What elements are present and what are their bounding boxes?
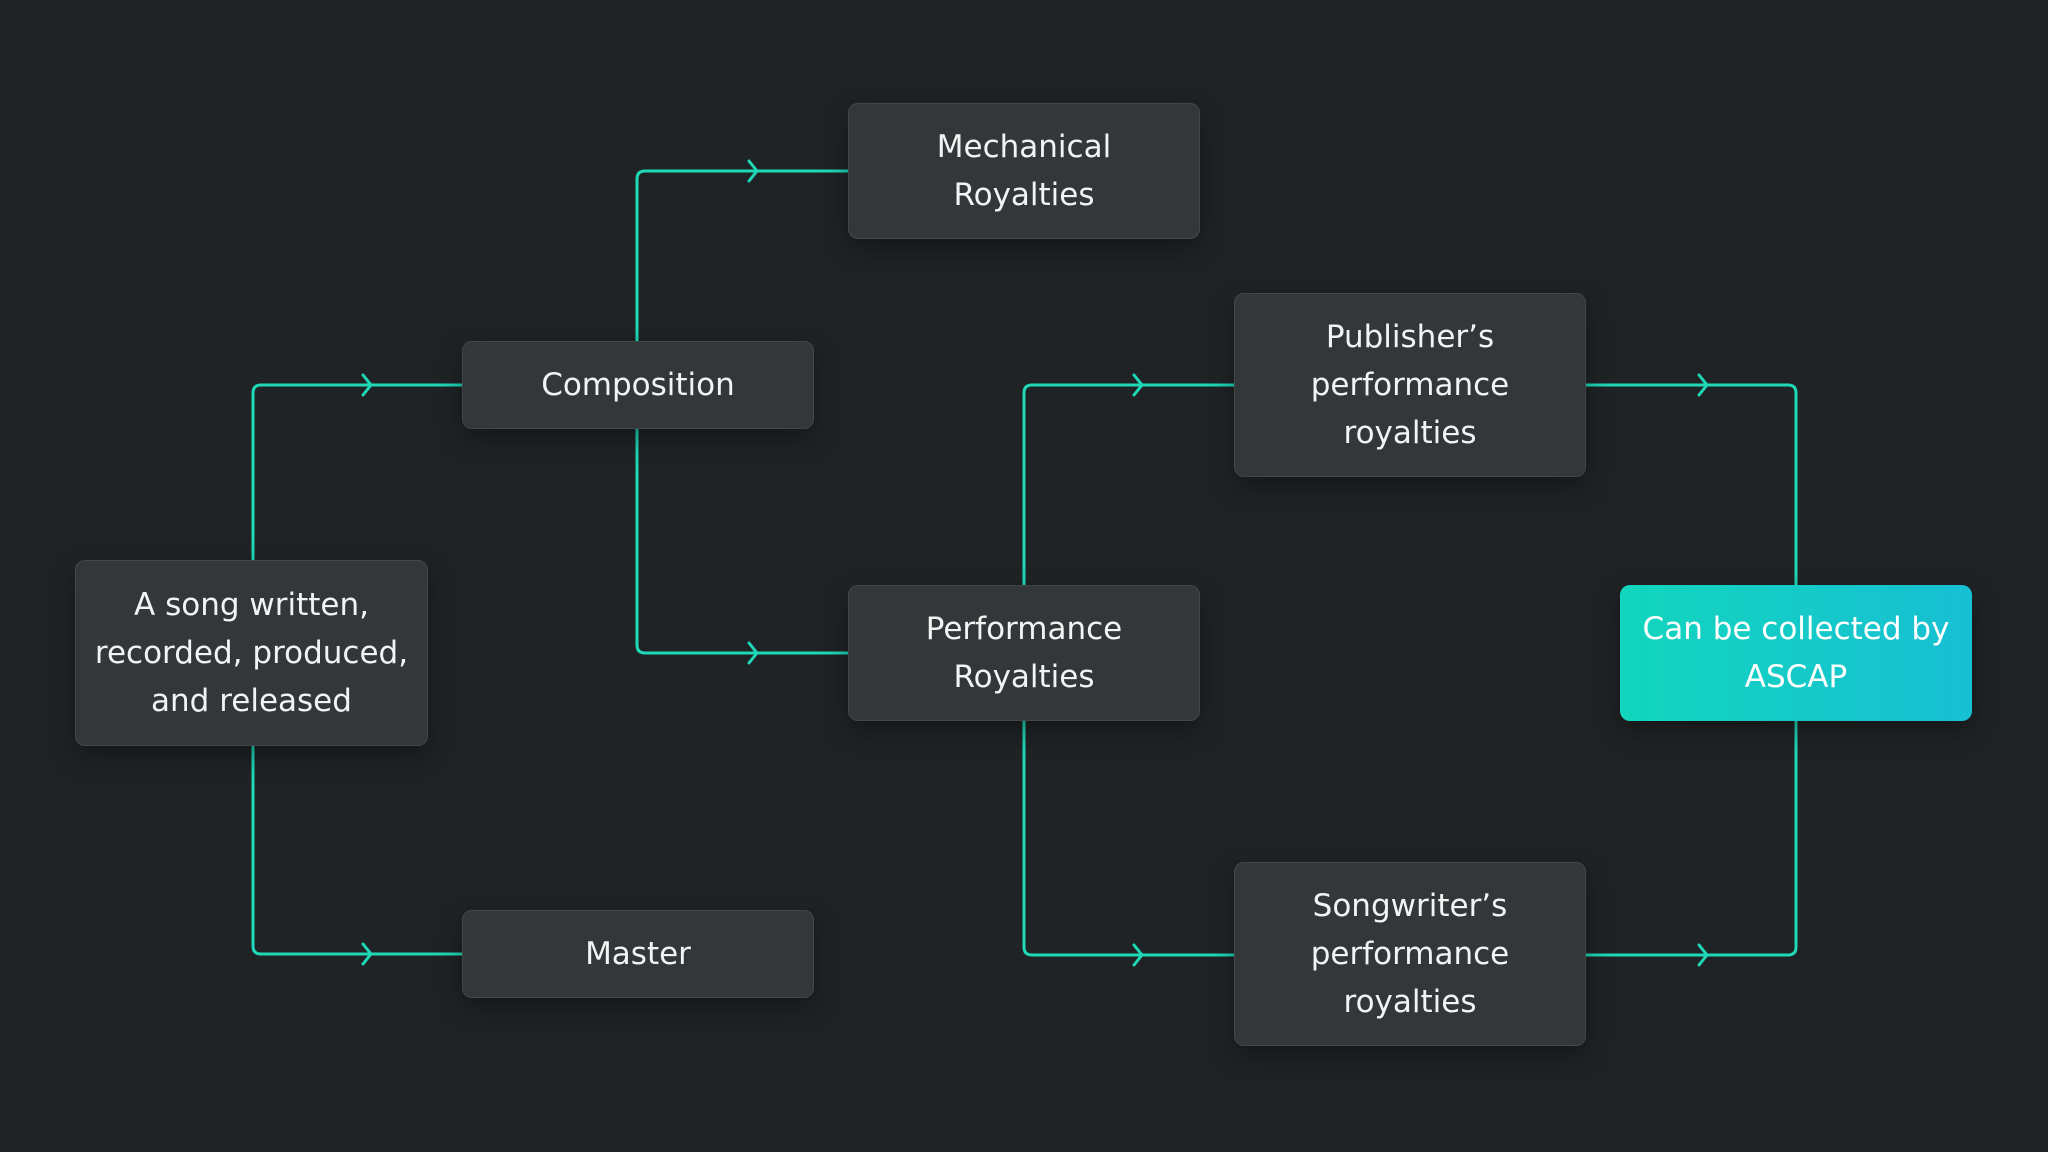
edge-songwriter-to-ascap [1584,719,1798,957]
node-song: A song written, recorded, produced, and … [75,560,428,746]
node-ascap-line: ASCAP [1744,659,1848,695]
node-mechanical-text: Mechanical Royalties [937,123,1111,219]
arrow-publisher-to-ascap [1697,373,1709,397]
edge-song-to-composition [251,383,464,562]
edge-performance-to-publisher [1022,383,1236,587]
arrow-composition-to-mechanical [747,159,759,183]
edge-composition-to-performance [635,427,850,655]
node-composition-label: Composition [541,367,735,403]
arrow-performance-to-songwriter [1132,943,1144,967]
node-mechanical-royalties: Mechanical Royalties [848,103,1200,239]
node-master-label: Master [585,936,691,972]
arrow-song-to-composition [361,373,373,397]
node-songwriter-line: royalties [1343,984,1477,1020]
node-songwriter-text: Songwriter’s performance royalties [1311,882,1510,1026]
edge-performance-to-songwriter [1022,719,1236,957]
node-publisher-royalties: Publisher’s performance royalties [1234,293,1586,477]
arrow-song-to-master [361,942,373,966]
node-performance-line: Royalties [953,659,1095,695]
node-song-line: recorded, produced, [94,635,409,671]
edge-publisher-to-ascap [1584,383,1798,587]
node-songwriter-line: performance [1310,936,1510,972]
node-mechanical-line: Mechanical [936,129,1112,165]
arrow-performance-to-publisher [1132,373,1144,397]
node-publisher-line: performance [1310,367,1510,403]
node-ascap-line: Can be collected by [1642,611,1950,647]
arrow-songwriter-to-ascap [1697,943,1709,967]
node-mechanical-line: Royalties [953,177,1095,213]
arrow-composition-to-performance [747,641,759,665]
node-composition: Composition [462,341,814,429]
node-performance-line: Performance [925,611,1123,647]
node-ascap-text: Can be collected by ASCAP [1643,605,1950,701]
node-publisher-line: Publisher’s [1325,319,1495,355]
edge-song-to-master [251,744,464,956]
node-ascap: Can be collected by ASCAP [1620,585,1972,721]
node-song-line: A song written, [134,587,369,623]
node-song-text: A song written, recorded, produced, and … [95,581,408,725]
node-performance-text: Performance Royalties [926,605,1122,701]
node-songwriter-royalties: Songwriter’s performance royalties [1234,862,1586,1046]
node-song-line: and released [151,683,352,719]
edge-composition-to-mechanical [635,169,850,343]
node-publisher-line: royalties [1343,415,1477,451]
node-master: Master [462,910,814,998]
node-performance-royalties: Performance Royalties [848,585,1200,721]
node-songwriter-line: Songwriter’s [1312,888,1508,924]
node-publisher-text: Publisher’s performance royalties [1311,313,1510,457]
